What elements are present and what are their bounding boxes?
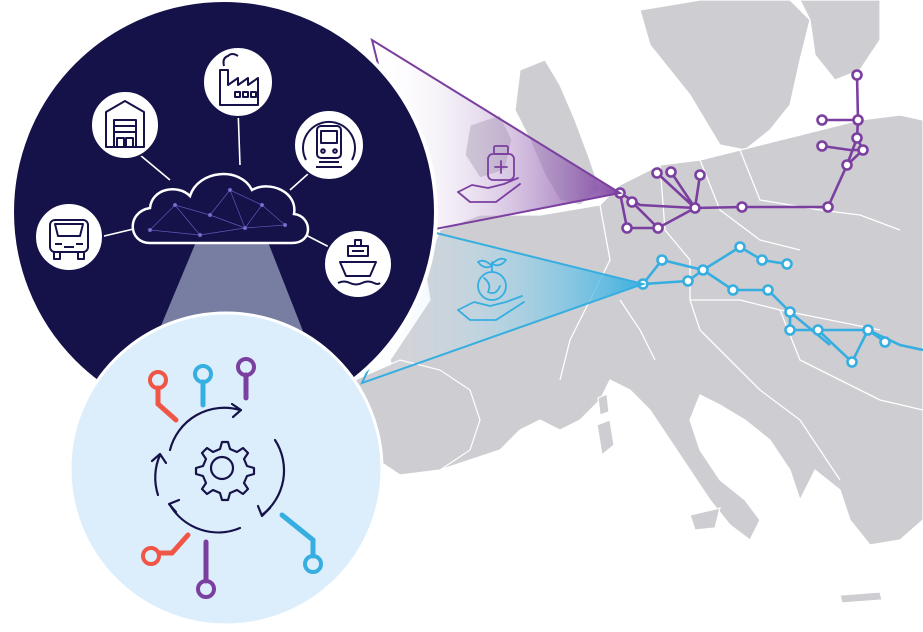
ship-icon <box>337 239 381 286</box>
network-cloud-icon <box>131 173 310 245</box>
factory-node <box>202 46 274 118</box>
purple-pin-top <box>236 357 256 401</box>
map-mainland <box>389 114 923 546</box>
warehouse-icon <box>105 100 145 148</box>
warehouse-node <box>90 90 160 160</box>
europe-map <box>354 0 923 604</box>
blue-pin-bottom <box>279 512 323 574</box>
process-automation-circle <box>68 311 384 627</box>
truck-node <box>34 202 104 272</box>
red-pin-top <box>148 370 179 423</box>
purple-route-nodes <box>614 69 869 234</box>
ship-node <box>323 229 393 299</box>
hand-medicine-bottle-icon <box>457 145 521 203</box>
blue-pin-top <box>193 364 213 408</box>
train-icon <box>302 120 356 168</box>
map-sicily <box>689 507 721 531</box>
train-node <box>293 109 365 181</box>
truck-icon <box>49 219 89 260</box>
map-corsica <box>597 393 610 416</box>
map-finland <box>799 0 881 81</box>
blue-route-nodes <box>637 241 891 368</box>
hand-plant-globe-icon <box>457 257 525 321</box>
gear-cycle-icon <box>150 402 286 534</box>
map-borders <box>559 149 923 481</box>
factory-icon <box>219 53 259 106</box>
map-sardinia <box>596 419 615 457</box>
purple-pin-bottom <box>196 539 216 599</box>
map-scandinavia <box>639 0 811 151</box>
map-crete <box>839 591 883 604</box>
red-pin-bottom <box>141 532 191 566</box>
